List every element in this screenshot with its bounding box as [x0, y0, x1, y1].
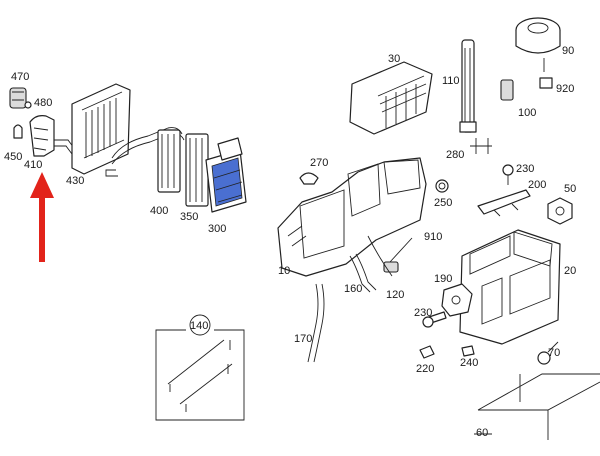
label-190: 190: [434, 273, 452, 285]
part-20-blower-housing: [459, 229, 561, 345]
label-230-top: 230: [516, 163, 534, 175]
label-110: 110: [442, 75, 460, 87]
part-70-screw: [537, 341, 559, 365]
part-90-blower-motor: [515, 17, 561, 72]
label-170: 170: [294, 333, 312, 345]
part-140-linkage-detail-box: [155, 314, 245, 421]
part-240-clip: [461, 345, 475, 357]
label-10: 10: [278, 265, 290, 277]
label-270: 270: [310, 157, 328, 169]
label-280: 280: [446, 149, 464, 161]
label-910: 910: [424, 231, 442, 243]
part-200-wiring-harness: [477, 189, 531, 217]
part-230-screw-top: [502, 164, 514, 185]
part-430-heater-core: [71, 83, 131, 175]
part-100-resistor: [500, 79, 514, 101]
label-250: 250: [434, 197, 452, 209]
label-450: 450: [4, 151, 22, 163]
part-280-bracket: [470, 138, 492, 154]
label-120: 120: [386, 289, 404, 301]
label-50: 50: [564, 183, 576, 195]
part-910-plug: [383, 237, 413, 273]
part-350-evaporator: [185, 133, 209, 207]
label-20: 20: [564, 265, 576, 277]
part-450-gasket: [13, 124, 23, 139]
part-410-expansion-valve: [29, 115, 55, 157]
label-200: 200: [528, 179, 546, 191]
label-350: 350: [180, 211, 198, 223]
part-270-cap: [299, 172, 319, 185]
part-190-valve: [441, 283, 473, 317]
label-400: 400: [150, 205, 168, 217]
part-220-clip: [419, 345, 435, 359]
part-920-connector: [539, 77, 553, 89]
part-170-drain-hose: [307, 283, 325, 363]
label-160: 160: [344, 283, 362, 295]
part-300-filter-element: [205, 137, 247, 213]
label-230-lower: 230: [414, 307, 432, 319]
label-300: 300: [208, 223, 226, 235]
label-480: 480: [34, 97, 52, 109]
label-140: 140: [190, 320, 208, 332]
part-60-floor-panel: [474, 373, 600, 440]
label-220: 220: [416, 363, 434, 375]
part-470-clamp: [9, 87, 27, 109]
label-100: 100: [518, 107, 536, 119]
label-90: 90: [562, 45, 574, 57]
part-120-cable: [367, 235, 393, 277]
part-230-bolt-lower: [422, 311, 447, 328]
part-400-hose-assembly: [105, 127, 185, 193]
part-labels: 470 480 450 410 430 400 350 300 30 90 11…: [4, 45, 576, 439]
label-240: 240: [460, 357, 478, 369]
label-60: 60: [476, 427, 488, 439]
label-470: 470: [11, 71, 29, 83]
part-10-main-housing: [277, 157, 427, 277]
part-50-actuator: [547, 197, 573, 225]
label-920: 920: [556, 83, 574, 95]
part-110-sensor-rail: [459, 39, 477, 133]
label-430: 430: [66, 175, 84, 187]
part-250-grommet: [435, 179, 449, 193]
label-70: 70: [548, 347, 560, 359]
label-410: 410: [24, 159, 42, 171]
part-480-fitting: [24, 101, 32, 109]
part-160-hose: [349, 253, 377, 293]
indicator-arrow: [30, 172, 54, 262]
part-30-control-unit: [349, 61, 433, 135]
label-30: 30: [388, 53, 400, 65]
